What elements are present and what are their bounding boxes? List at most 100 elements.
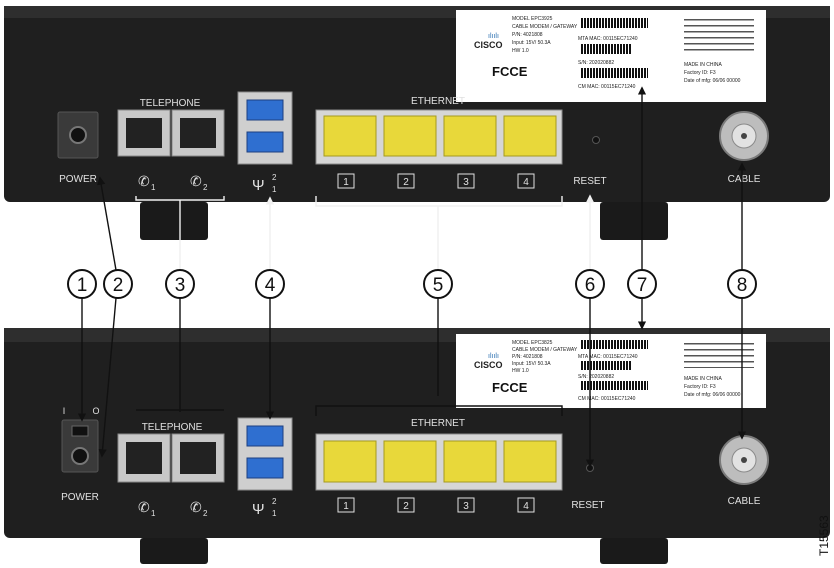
bottom-cable-connector-pin [741, 457, 747, 463]
top-label-sticker: ılıılı CISCO MODEL EPC3925 CABLE MODEM /… [456, 10, 766, 102]
top-foot-right [600, 202, 668, 240]
bottom-ethernet-number-4: 4 [523, 501, 529, 512]
bottom-ethernet-port-3 [443, 440, 497, 483]
top-usb-trident-icon: Ψ [252, 177, 265, 194]
bottom-sticker-line-3: P/N: 4021808 [512, 354, 543, 360]
bottom-ethernet-number-box-3 [457, 497, 475, 513]
callout-circle-3 [165, 269, 195, 299]
top-sticker-line-1: MODEL EPC3925 [512, 16, 553, 22]
top-ethernet-label: ETHERNET [411, 96, 465, 107]
bottom-usb-number-2: 2 [272, 497, 277, 506]
leader-lines [77, 86, 747, 468]
top-ethernet-number-2: 2 [403, 177, 409, 188]
leader-3-top-bracket [135, 196, 225, 270]
cisco-logo-bars: ılıılı [488, 33, 499, 40]
bottom-label-sticker: ılıılı CISCO MODEL EPC3825 CABLE MODEM /… [456, 334, 766, 408]
bottom-ethernet-label: ETHERNET [411, 418, 465, 429]
top-sticker-origin-2: Factory ID: F3 [684, 70, 716, 76]
bottom-power-switch [71, 425, 89, 437]
bottom-telephone-label: TELEPHONE [142, 422, 203, 433]
top-usb-port-1 [246, 131, 284, 153]
top-sticker-line-2: CABLE MODEM / GATEWAY [512, 24, 578, 30]
bottom-ethernet-number-box-2 [397, 497, 415, 513]
top-sticker-fineprint [680, 18, 756, 54]
bottom-power-switch-off-label: O [92, 406, 99, 416]
top-power-label: POWER [59, 174, 97, 185]
bottom-phone-handset-icon-1: ✆ [138, 499, 150, 515]
top-sticker-line-3: P/N: 4021808 [512, 32, 543, 38]
bottom-sticker-origin-2: Factory ID: F3 [684, 384, 716, 390]
bottom-ethernet-number-box-4 [517, 497, 535, 513]
bottom-sticker-origin-1: MADE IN CHINA [684, 376, 722, 382]
top-ethernet-number-4: 4 [523, 177, 529, 188]
top-sticker-line-5: HW 1.0 [512, 48, 529, 54]
top-ethernet-number-box-2 [397, 173, 415, 189]
top-usb-port-2 [246, 99, 284, 121]
leader-5-bottom [315, 298, 563, 416]
top-ethernet-number-1: 1 [343, 177, 349, 188]
bottom-sticker-serial-2: S/N: 202020882 [578, 374, 614, 380]
bottom-cisco-logo-bars: ılıılı [488, 353, 499, 360]
bottom-ethernet-ports [323, 440, 557, 483]
figure-id: T15563 [817, 515, 831, 556]
bottom-barcode-2 [580, 361, 632, 370]
top-ethernet-port-1 [323, 115, 377, 157]
bottom-ethernet-number-3: 3 [463, 501, 469, 512]
top-usb-number-1: 1 [272, 185, 277, 194]
top-cable-connector-pin [741, 133, 747, 139]
callout-circle-4 [255, 269, 285, 299]
top-barcode-1 [580, 18, 648, 28]
top-phone-port-1-number: 1 [151, 183, 156, 192]
bottom-barcode-3 [580, 381, 648, 390]
top-sticker-serial-1: MTA MAC: 00115EC71240 [578, 36, 638, 42]
bottom-phone-port-2-opening [180, 442, 216, 474]
bottom-power-jack [71, 447, 89, 465]
bottom-phone-port-1-opening [126, 442, 162, 474]
bottom-sticker-line-2: CABLE MODEM / GATEWAY [512, 347, 578, 353]
bottom-usb-port-1 [246, 457, 284, 479]
callout-circle-8 [727, 269, 757, 299]
top-phone-port-2-number: 2 [203, 183, 208, 192]
bottom-ethernet-port-2 [383, 440, 437, 483]
callout-8: 8 [737, 275, 748, 296]
callout-circle-6 [575, 269, 605, 299]
bottom-ethernet-number-2: 2 [403, 501, 409, 512]
bottom-sticker-cert-marks: FCCE [492, 380, 528, 395]
top-ethernet-number-box-4 [517, 173, 535, 189]
bottom-sticker-serial-1: MTA MAC: 00115EC71240 [578, 354, 638, 360]
top-sticker-origin-3: Date of mfg: 06/06 00000 [684, 78, 741, 84]
bottom-foot-right [600, 538, 668, 564]
callout-3: 3 [175, 275, 186, 296]
top-reset-button [592, 136, 600, 144]
bottom-power-switch-on-label: I [63, 406, 66, 416]
top-sticker-cert-marks: FCCE [492, 64, 528, 79]
top-sticker-line-4: Input: 15V/ 50.3A [512, 40, 551, 46]
bottom-sticker-brand: CISCO [474, 360, 503, 370]
top-sticker-brand: CISCO [474, 40, 503, 50]
top-barcode-2 [580, 44, 632, 54]
callout-circle-5 [423, 269, 453, 299]
bottom-usb-trident-icon: Ψ [252, 501, 265, 518]
callout-circle-7 [627, 269, 657, 299]
bottom-barcode-1 [580, 340, 648, 349]
bottom-reset-label: RESET [571, 500, 604, 511]
bottom-phone-port-2-number: 2 [203, 509, 208, 518]
leader-5-top-bracket [315, 196, 563, 270]
top-ethernet-numbers: 1 2 3 4 [337, 173, 535, 189]
bottom-ethernet-port-1 [323, 440, 377, 483]
top-ethernet-port-4 [503, 115, 557, 157]
bottom-ethernet-number-box-1 [337, 497, 355, 513]
top-ethernet-number-box-1 [337, 173, 355, 189]
top-ethernet-number-3: 3 [463, 177, 469, 188]
bottom-foot-left [140, 538, 208, 564]
top-barcode-3 [580, 68, 648, 78]
top-ethernet-port-3 [443, 115, 497, 157]
bottom-ethernet-numbers: 1 2 3 4 [337, 497, 535, 513]
callouts: 1 2 3 4 5 6 7 8 [67, 269, 757, 299]
bottom-sticker-serial-3: CM MAC: 00115EC71240 [578, 396, 636, 402]
top-phone-port-1-opening [126, 118, 162, 148]
top-usb-number-2: 2 [272, 173, 277, 182]
top-cable-label: CABLE [728, 174, 761, 185]
bottom-ethernet-number-1: 1 [343, 501, 349, 512]
